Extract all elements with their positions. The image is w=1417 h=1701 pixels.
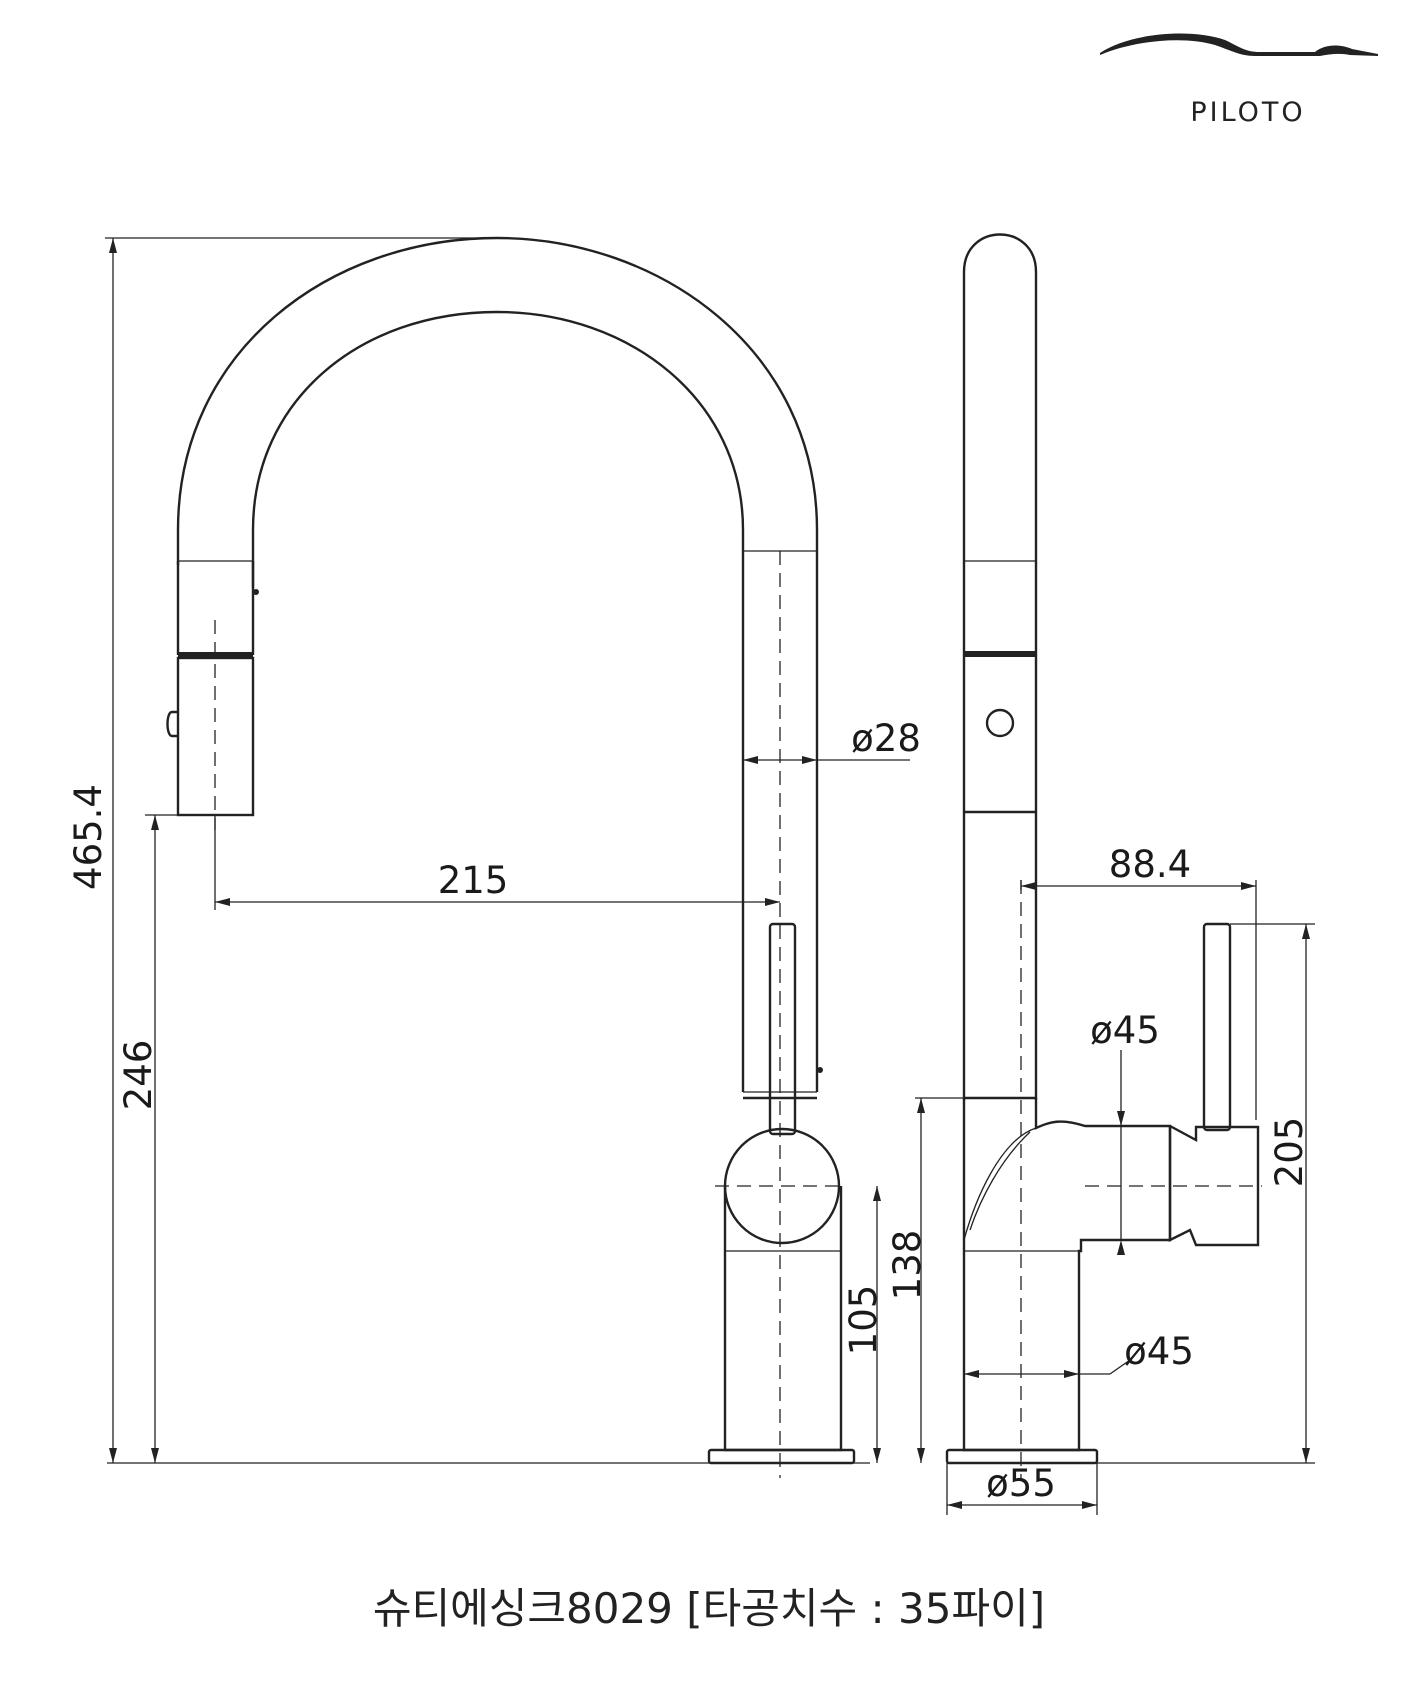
dim-side-body-height: 138: [886, 1097, 964, 1463]
svg-text:105: 105: [842, 1285, 885, 1356]
front-body: [707, 1127, 856, 1465]
svg-text:465.4: 465.4: [67, 784, 110, 890]
side-lever-handle: [1202, 922, 1232, 1132]
spout-arch-outer: [176, 236, 819, 1092]
side-spray-button-icon: [985, 708, 1015, 738]
svg-text:ø55: ø55: [986, 1462, 1056, 1505]
side-body: [945, 1098, 1260, 1465]
dim-handle-height: 205: [1097, 923, 1315, 1464]
dim-base-diameter: ø55: [946, 1462, 1098, 1515]
product-caption: 슈티에싱크8029 [타공치수 : 35파이]: [373, 1584, 1045, 1633]
spray-head: [166, 561, 255, 817]
svg-text:ø45: ø45: [1124, 1330, 1194, 1373]
brand-name: PILOTO: [1190, 97, 1305, 128]
dim-handle-diameter: ø45: [1090, 1009, 1160, 1255]
svg-text:ø28: ø28: [851, 717, 921, 760]
dim-reach: 215: [214, 815, 780, 910]
svg-text:246: 246: [117, 1040, 160, 1111]
piloto-logo: PILOTO: [1100, 33, 1378, 128]
svg-text:205: 205: [1268, 1117, 1311, 1188]
dim-handle-offset: 88.4: [1020, 843, 1257, 1120]
svg-text:ø45: ø45: [1090, 1009, 1160, 1052]
svg-text:88.4: 88.4: [1109, 843, 1191, 886]
spout-arch-inner: [251, 310, 745, 1092]
svg-text:138: 138: [886, 1230, 929, 1301]
front-lever-handle: [768, 922, 797, 1136]
logo-wave-icon: [1100, 33, 1378, 56]
svg-text:215: 215: [438, 859, 509, 902]
dim-spout-height: 246: [117, 814, 178, 1463]
dim-body-diameter: ø45: [964, 1330, 1194, 1378]
dim-lever-body-height: 105: [842, 1186, 885, 1463]
dim-spout-diameter: ø28: [743, 717, 921, 764]
spray-button-icon: [166, 710, 178, 738]
side-spout: [962, 233, 1038, 1100]
dim-total-height: 465.4: [67, 238, 117, 1463]
side-view: 88.4 ø45 ø45 ø55: [886, 233, 1315, 1515]
front-view: ø28 215 465.4 246: [67, 236, 921, 1478]
